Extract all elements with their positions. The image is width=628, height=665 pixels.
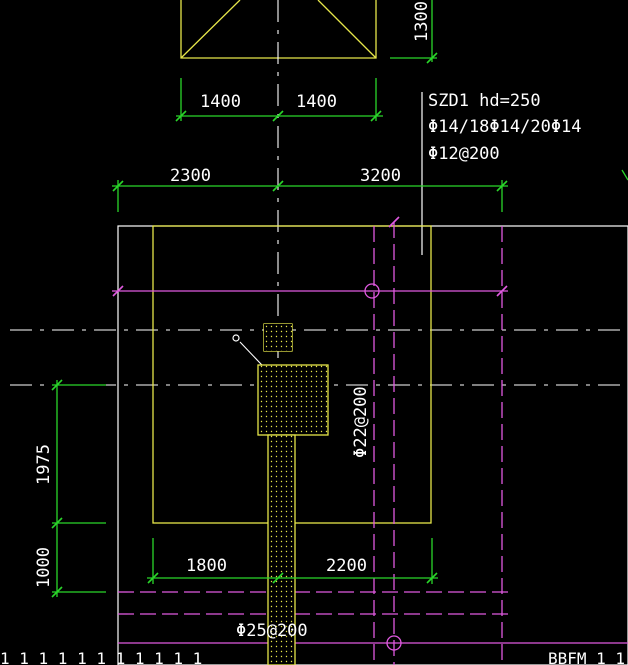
edge-dim-fragment — [621, 169, 628, 181]
column-label-line2: Φ14/18Φ14/20Φ14 — [428, 117, 582, 137]
dim-label-1000: 1000 — [34, 547, 54, 588]
dim-label-1400-right: 1400 — [296, 92, 337, 112]
rebar-label-bottom: Φ25@200 — [236, 621, 308, 641]
dim-label-1975: 1975 — [34, 444, 54, 485]
dim-label-2200: 2200 — [326, 556, 367, 576]
dim-label-1400-left: 1400 — [200, 92, 241, 112]
dim-label-1800: 1800 — [186, 556, 227, 576]
dimension-1300: 1300 — [390, 0, 438, 64]
dim-label-2300: 2300 — [170, 166, 211, 186]
grid-marker-circle — [364, 283, 380, 299]
dimension-row-bottom: 1800 2200 — [147, 538, 438, 584]
wall-strip — [267, 434, 296, 665]
dimension-row-middle: 2300 3200 — [112, 166, 508, 212]
main-column — [257, 364, 329, 436]
outer-slab-outline — [117, 225, 628, 665]
grid-marker-circle-bottom — [386, 635, 402, 651]
dimension-row-top: 1400 1400 — [175, 78, 383, 122]
dimension-column-left: 1975 1000 — [34, 379, 106, 598]
footer-text-right: BBFM 1 1 — [548, 649, 625, 665]
column-label-line1: SZD1 hd=250 — [428, 91, 541, 111]
rebar-label-vertical: Φ22@200 — [351, 386, 371, 458]
column-label-block: SZD1 hd=250 Φ14/18Φ14/20Φ14 Φ12@200 — [428, 91, 582, 164]
small-column-hatch — [264, 324, 292, 351]
dim-label-1300: 1300 — [412, 1, 432, 42]
dim-label-3200: 3200 — [360, 166, 401, 186]
footer-text-left: 1 1 1 1 1 1 1 1 1 1 1 — [0, 649, 202, 665]
leader-circle — [232, 334, 240, 342]
magenta-grid — [112, 216, 628, 665]
column-label-line3: Φ12@200 — [428, 144, 500, 164]
